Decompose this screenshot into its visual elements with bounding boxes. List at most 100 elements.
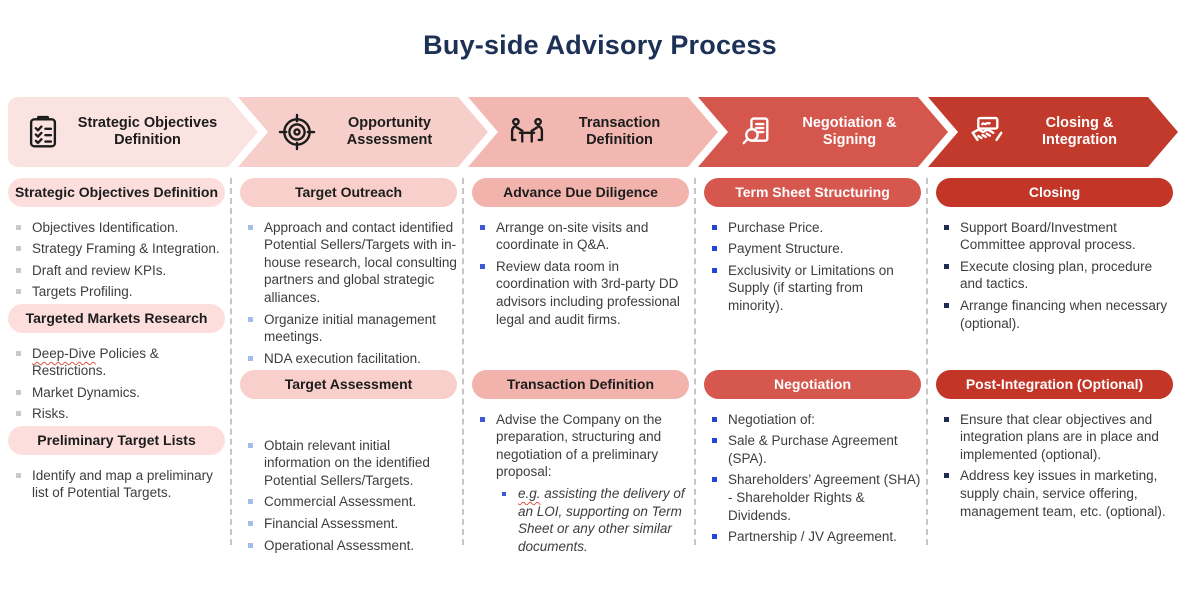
section-header: Targeted Markets Research bbox=[8, 304, 225, 333]
page-title: Buy-side Advisory Process bbox=[423, 30, 777, 60]
square-bullet bbox=[944, 263, 949, 269]
stage-label: Opportunity Assessment bbox=[346, 114, 433, 148]
bullet-item: Deep-Dive Policies & Restrictions. bbox=[8, 345, 225, 380]
bullet-item: Negotiation of: bbox=[704, 411, 921, 429]
square-bullet bbox=[712, 534, 717, 540]
bullet-item: Ensure that clear objectives and integra… bbox=[936, 411, 1173, 464]
square-bullet bbox=[16, 246, 21, 252]
bullet-item: Operational Assessment. bbox=[240, 537, 457, 555]
bullet-item: Financial Assessment. bbox=[240, 515, 457, 533]
square-bullet bbox=[712, 477, 717, 483]
square-bullet bbox=[712, 416, 717, 422]
stage-label: Strategic Objectives Definition bbox=[77, 114, 218, 148]
negotiation-table-icon bbox=[508, 113, 546, 151]
handshake-contract-icon bbox=[968, 113, 1006, 151]
bullet-item: Objectives Identification. bbox=[8, 219, 225, 237]
bullet-item: Sale & Purchase Agreement (SPA). bbox=[704, 432, 921, 467]
bullet-item: Obtain relevant initial information on t… bbox=[240, 437, 457, 490]
section-item-list: Identify and map a preliminary list of P… bbox=[8, 467, 225, 502]
bullet-item: Address key issues in marketing, supply … bbox=[936, 467, 1173, 520]
square-bullet bbox=[16, 224, 21, 230]
bullet-item: Targets Profiling. bbox=[8, 283, 225, 301]
process-stage-band: Strategic Objectives Definition Opportuni… bbox=[0, 97, 1200, 167]
bullet-item: Review data room in coordination with 3r… bbox=[472, 258, 689, 328]
bullet-item: Strategy Framing & Integration. bbox=[8, 240, 225, 258]
square-bullet bbox=[502, 491, 506, 496]
stage-label: Closing & Integration bbox=[1042, 114, 1117, 148]
section-item-list: Negotiation of: Sale & Purchase Agreement… bbox=[704, 411, 921, 546]
stage-chevron-transaction-definition: Transaction Definition bbox=[468, 97, 718, 167]
square-bullet bbox=[712, 246, 717, 252]
section-header: Negotiation bbox=[704, 370, 921, 399]
spellcheck-squiggle-text: Deep-Dive bbox=[32, 345, 96, 361]
square-bullet bbox=[16, 267, 21, 273]
bullet-item: Partnership / JV Agreement. bbox=[704, 528, 921, 546]
section-header: Target Assessment bbox=[240, 370, 457, 399]
square-bullet bbox=[16, 289, 21, 295]
section-header: Advance Due Diligence bbox=[472, 178, 689, 207]
bullet-item: Approach and contact identified Potentia… bbox=[240, 219, 457, 307]
section-item-list: Advise the Company on the preparation, s… bbox=[472, 411, 689, 555]
square-bullet bbox=[248, 355, 253, 361]
square-bullet bbox=[16, 411, 21, 417]
spellcheck-squiggle-text: e.g. bbox=[518, 485, 541, 501]
bullet-item: Draft and review KPIs. bbox=[8, 262, 225, 280]
square-bullet bbox=[944, 473, 949, 479]
bullet-item: Market Dynamics. bbox=[8, 384, 225, 402]
bullet-item: Advise the Company on the preparation, s… bbox=[472, 411, 689, 481]
bullet-item: Exclusivity or Limitations on Supply (if… bbox=[704, 262, 921, 315]
bullet-item: Identify and map a preliminary list of P… bbox=[8, 467, 225, 502]
section-item-list: Arrange on-site visits and coordinate in… bbox=[472, 219, 689, 328]
clipboard-checklist-icon bbox=[24, 113, 62, 151]
square-bullet bbox=[712, 224, 717, 230]
square-bullet bbox=[16, 389, 21, 395]
bullet-item: Purchase Price. bbox=[704, 219, 921, 237]
bullet-item: Shareholders’ Agreement (SHA) - Sharehol… bbox=[704, 471, 921, 524]
section-header: Strategic Objectives Definition bbox=[8, 178, 225, 207]
bullet-item: Commercial Assessment. bbox=[240, 493, 457, 511]
bullet-item: Organize initial management meetings. bbox=[240, 311, 457, 346]
section-item-list: Approach and contact identified Potentia… bbox=[240, 219, 457, 367]
section-item-list: Deep-Dive Policies & Restrictions. Market… bbox=[8, 345, 225, 423]
section-header: Closing bbox=[936, 178, 1173, 207]
section-item-list: Ensure that clear objectives and integra… bbox=[936, 411, 1173, 520]
section-header: Post-Integration (Optional) bbox=[936, 370, 1173, 399]
section-item-list: Purchase Price. Payment Structure. Exclusi… bbox=[704, 219, 921, 315]
section-header: Transaction Definition bbox=[472, 370, 689, 399]
square-bullet bbox=[248, 542, 253, 548]
bullet-item: Support Board/Investment Committee appro… bbox=[936, 219, 1173, 254]
square-bullet bbox=[248, 499, 253, 505]
square-bullet bbox=[480, 263, 485, 269]
bullet-item: NDA execution facilitation. bbox=[240, 350, 457, 368]
section-header: Target Outreach bbox=[240, 178, 457, 207]
section-item-list: Obtain relevant initial information on t… bbox=[240, 411, 457, 554]
square-bullet bbox=[480, 224, 485, 230]
section-item-list: Support Board/Investment Committee appro… bbox=[936, 219, 1173, 332]
bullet-item: Payment Structure. bbox=[704, 240, 921, 258]
section-header: Preliminary Target Lists bbox=[8, 426, 225, 455]
bullet-item: Arrange financing when necessary (option… bbox=[936, 297, 1173, 332]
bullet-item: Execute closing plan, procedure and tact… bbox=[936, 258, 1173, 293]
square-bullet bbox=[16, 350, 21, 356]
bullet-item: Arrange on-site visits and coordinate in… bbox=[472, 219, 689, 254]
section-header: Term Sheet Structuring bbox=[704, 178, 921, 207]
square-bullet bbox=[480, 416, 485, 422]
stage-chevron-negotiation-signing: Negotiation & Signing bbox=[698, 97, 948, 167]
square-bullet bbox=[944, 416, 949, 422]
section-item-list: Objectives Identification. Strategy Frami… bbox=[8, 219, 225, 301]
bullet-item: e.g. assisting the delivery of an LOI, s… bbox=[494, 485, 689, 555]
stage-chevron-strategic-objectives-definition: Strategic Objectives Definition bbox=[8, 97, 258, 167]
square-bullet bbox=[248, 224, 253, 230]
